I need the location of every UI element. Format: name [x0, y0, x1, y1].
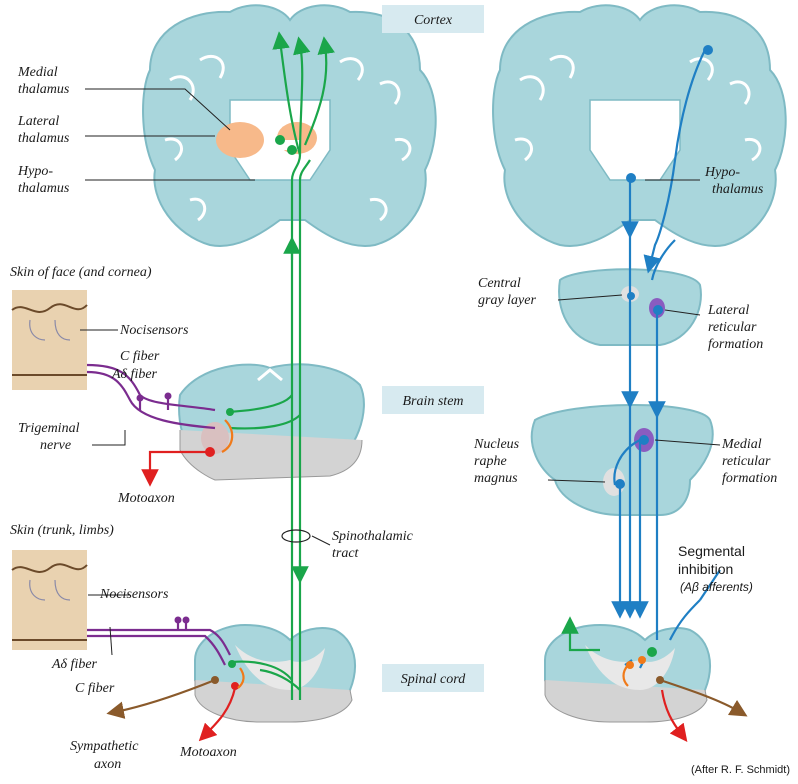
interneuron: [638, 656, 646, 664]
lateral-thalamus-label-2: thalamus: [18, 131, 70, 146]
afferent-ganglion: [175, 617, 182, 624]
interneuron: [626, 661, 634, 669]
green-dot: [287, 145, 297, 155]
segmental-inhibition-label-2: inhibition: [678, 561, 733, 577]
sympathetic-neuron: [211, 676, 219, 684]
spinothalamic-tract-label-2: tract: [332, 546, 360, 561]
spinal-cord-region-label: Spinal cord: [401, 672, 466, 687]
skin-trunk-label: Skin (trunk, limbs): [10, 523, 114, 538]
blue-dot: [639, 435, 649, 445]
right-brain-section: [493, 5, 786, 246]
sympathetic-neuron: [656, 676, 664, 684]
segmental-inhibition-label-3: (Aβ afferents): [680, 580, 753, 594]
blue-dot: [627, 292, 635, 300]
green-dot: [647, 647, 657, 657]
afferent-ganglion: [183, 617, 190, 624]
left-brain-section: [143, 5, 436, 246]
spinothalamic-tract-label: Spinothalamic: [332, 529, 414, 544]
nucleus-raphe-label: Nucleus: [473, 437, 520, 452]
nocisensors-face-label: Nocisensors: [119, 323, 189, 338]
credit-label: (After R. F. Schmidt): [691, 764, 790, 776]
afferent-ganglion: [165, 393, 172, 400]
skin-face-label: Skin of face (and cornea): [10, 265, 152, 280]
lateral-reticular-label: Lateral: [707, 303, 749, 318]
left-brainstem-slice: [179, 364, 364, 480]
medial-reticular-label: Medial: [721, 437, 762, 452]
lateral-reticular-label-2: reticular: [708, 320, 757, 335]
hypothalamus-right-label: Hypo-: [704, 165, 740, 180]
hypothalamus-label: Hypo-: [17, 164, 53, 179]
afferent-ganglion: [137, 395, 144, 402]
motoaxon-trunk-label: Motoaxon: [179, 745, 237, 760]
motor-neuron: [205, 447, 215, 457]
motor-neuron: [231, 682, 239, 690]
motoaxon-face-label: Motoaxon: [117, 491, 175, 506]
blue-dot: [615, 479, 625, 489]
hypothalamus-label-2: thalamus: [18, 181, 70, 196]
afferent-fibers: [87, 365, 230, 665]
right-lower-brainstem: [532, 405, 713, 515]
cortex-region-label: Cortex: [414, 13, 453, 28]
green-dot: [226, 408, 234, 416]
central-gray-layer-label: Central: [478, 276, 521, 291]
trigeminal-nerve-label-2: nerve: [40, 438, 71, 453]
medial-thalamus-label: Medial: [17, 65, 58, 80]
sympathetic-axon-label-2: axon: [94, 757, 121, 772]
c-fiber-trunk-label: C fiber: [75, 681, 115, 696]
lateral-reticular-label-3: formation: [708, 337, 763, 352]
blue-dot: [626, 173, 636, 183]
hypothalamus-right-label-2: thalamus: [712, 182, 764, 197]
green-dot: [275, 135, 285, 145]
medial-reticular-label-3: formation: [722, 471, 777, 486]
lateral-thalamus-label: Lateral: [17, 114, 59, 129]
skin-trunk-block: [12, 550, 87, 650]
blue-dot: [653, 305, 663, 315]
segmental-inhibition-label: Segmental: [678, 543, 745, 559]
c-fiber-face-label: C fiber: [120, 349, 160, 364]
medial-thalamus-label-2: thalamus: [18, 82, 70, 97]
medial-reticular-label-2: reticular: [722, 454, 771, 469]
skin-face-block: [12, 290, 87, 390]
spinothalamic-tract-marker: [282, 530, 310, 542]
nucleus-raphe-label-3: magnus: [474, 471, 518, 486]
nucleus-raphe-label-2: raphe: [474, 454, 507, 469]
adelta-fiber-face-label: Aδ fiber: [111, 367, 158, 382]
sympathetic-axon-label: Sympathetic: [70, 739, 139, 754]
central-gray-layer-label-2: gray layer: [478, 293, 536, 308]
trigeminal-nerve-label: Trigeminal: [18, 421, 80, 436]
green-dot: [228, 660, 236, 668]
nocisensors-trunk-label: Nocisensors: [99, 587, 169, 602]
adelta-fiber-trunk-label: Aδ fiber: [51, 657, 98, 672]
brain-stem-region-label: Brain stem: [402, 394, 463, 409]
blue-dot: [703, 45, 713, 55]
